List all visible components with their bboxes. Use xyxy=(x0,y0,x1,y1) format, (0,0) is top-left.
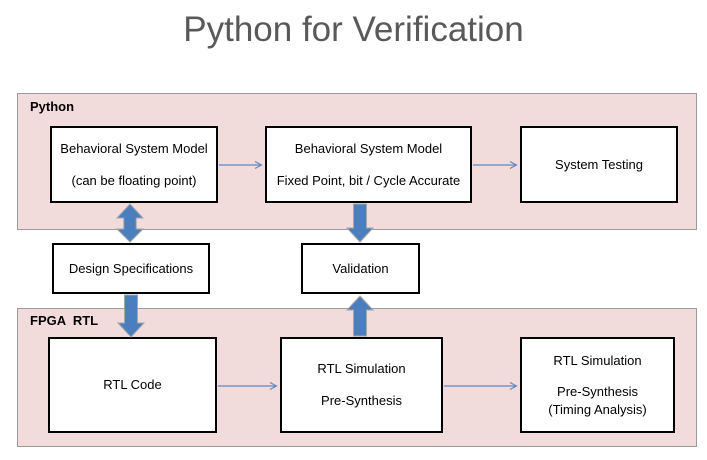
box-line: Design Specifications xyxy=(68,260,194,276)
box-line: Validation xyxy=(332,260,389,276)
box-system-testing: System Testing xyxy=(520,126,678,203)
box-line: Pre-Synthesis xyxy=(557,384,638,400)
box-design-specifications: Design Specifications xyxy=(52,243,210,294)
box-line: Behavioral System Model xyxy=(294,140,443,156)
python-group-label: Python xyxy=(30,99,75,114)
box-line: System Testing xyxy=(555,156,643,172)
box-validation: Validation xyxy=(301,243,420,294)
box-line: Behavioral System Model xyxy=(60,140,208,156)
box-line: RTL Code xyxy=(103,377,162,393)
box-line-group: Pre-Synthesis (Timing Analysis) xyxy=(548,384,646,417)
fpga-rtl-group-label: FPGA RTL xyxy=(30,313,99,328)
box-line: Fixed Point, bit / Cycle Accurate xyxy=(276,172,461,188)
box-line: (can be floating point) xyxy=(71,172,197,188)
page-title: Python for Verification xyxy=(183,10,524,49)
box-behavioral-system-model-fixed: Behavioral System Model Fixed Point, bit… xyxy=(265,126,472,203)
box-rtl-simulation-timing-analysis: RTL Simulation Pre-Synthesis (Timing Ana… xyxy=(520,337,675,433)
box-line: RTL Simulation xyxy=(317,361,406,377)
box-line: RTL Simulation xyxy=(553,352,642,368)
box-behavioral-system-model-float: Behavioral System Model (can be floating… xyxy=(50,126,218,203)
box-rtl-code: RTL Code xyxy=(48,337,217,433)
box-line: Pre-Synthesis xyxy=(321,393,402,408)
box-line: (Timing Analysis) xyxy=(548,401,647,417)
box-rtl-simulation-pre-synthesis: RTL Simulation Pre-Synthesis xyxy=(280,337,443,433)
